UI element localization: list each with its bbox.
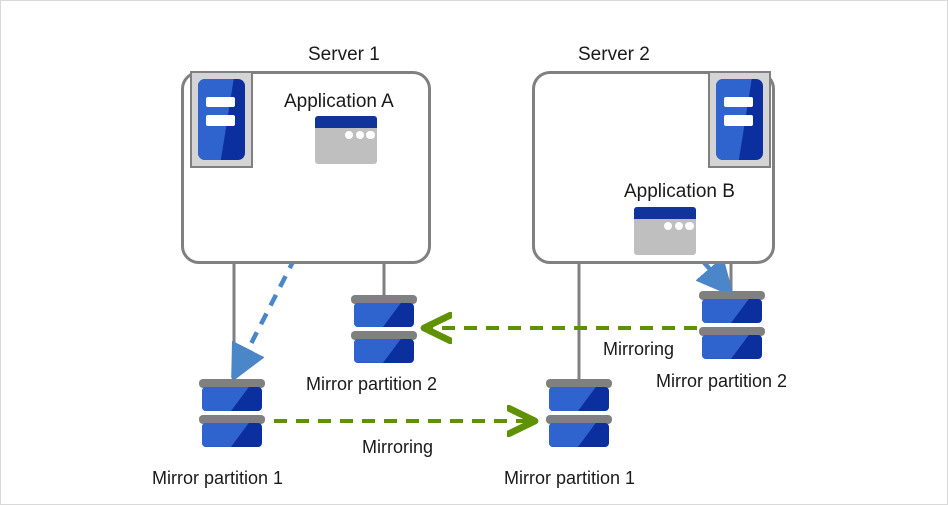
disk-bar (699, 291, 765, 300)
server-1-label: Server 1 (308, 44, 380, 65)
disk-platter (548, 422, 610, 447)
disk-bar (351, 330, 417, 340)
app-icon-dot (674, 222, 683, 231)
server-icon-bar-top (723, 96, 753, 108)
app-icon-dot (664, 222, 673, 231)
disk-platter (701, 298, 763, 323)
access-link-app-a (236, 162, 346, 373)
partition-label: Mirror partition 1 (504, 468, 636, 488)
disk-bar (699, 326, 765, 336)
partition-label: Mirror partition 1 (152, 468, 284, 488)
server-machine-icon (708, 71, 771, 168)
disk-platter (548, 386, 610, 411)
disk-platter (201, 386, 263, 411)
app-icon-dot (345, 131, 354, 140)
disk-platter (353, 338, 415, 363)
app-icon-dot (366, 131, 375, 140)
app-icon-titlebar (634, 207, 696, 220)
server-icon-bar-bottom (723, 115, 753, 126)
disk-bar (199, 379, 265, 388)
disk-partition-icon[interactable] (699, 291, 765, 369)
disk-partition-icon[interactable] (199, 379, 265, 457)
application-b-label: Application B (624, 181, 735, 202)
app-icon-dot (685, 222, 694, 231)
server-icon-bar-bottom (205, 115, 235, 126)
partition-label: Mirror partition 2 (306, 374, 438, 394)
app-icon-titlebar (315, 116, 377, 129)
mirroring-label-bottom: Mirroring (362, 437, 434, 457)
disk-partition-icon[interactable] (546, 379, 612, 457)
disk-partition-icon[interactable] (351, 295, 417, 373)
disk-bar (199, 414, 265, 424)
server-machine-icon (190, 71, 253, 168)
app-icon-dot (355, 131, 364, 140)
server-icon-body (198, 79, 245, 160)
disk-platter (353, 302, 415, 327)
disk-platter (201, 422, 263, 447)
server-icon-body (716, 79, 763, 160)
disk-bar (546, 379, 612, 388)
server-icon-bar-top (205, 96, 235, 108)
application-window-icon[interactable] (634, 207, 696, 255)
disk-bar (351, 295, 417, 304)
server-2-label: Server 2 (578, 44, 650, 65)
application-window-icon[interactable] (315, 116, 377, 164)
mirroring-label-top: Mirroring (603, 339, 675, 359)
disk-platter (701, 334, 763, 359)
partition-label: Mirror partition 2 (656, 371, 788, 391)
disk-bar (546, 414, 612, 424)
application-a-label: Application A (284, 91, 394, 112)
